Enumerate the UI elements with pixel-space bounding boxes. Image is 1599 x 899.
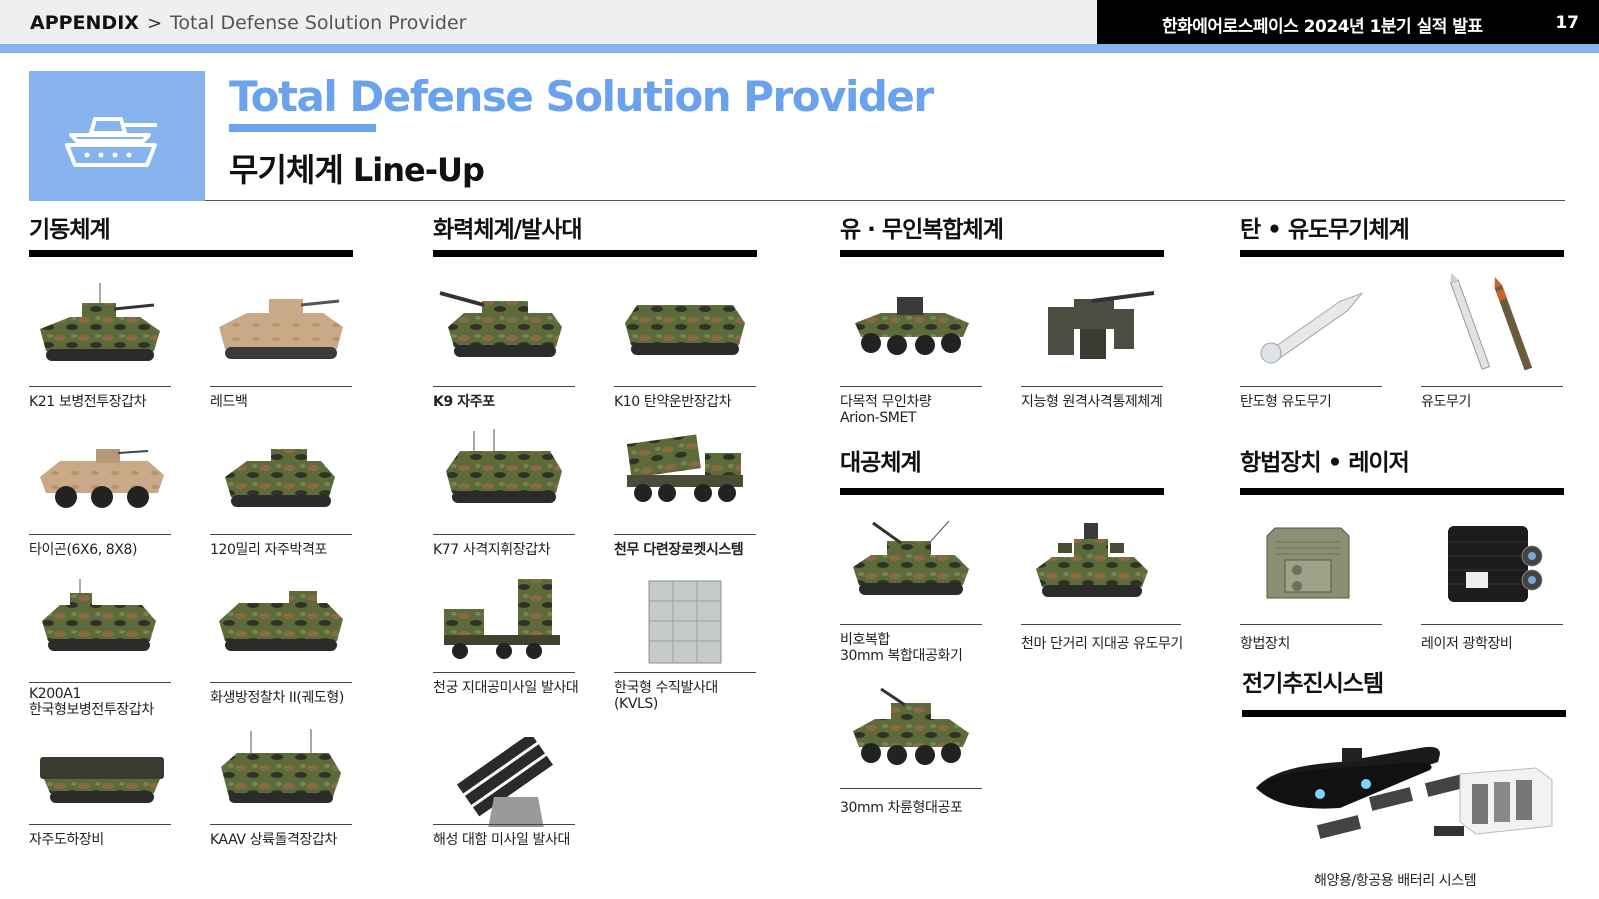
item-label-line2: (KVLS) xyxy=(614,696,658,712)
battery-system-image[interactable] xyxy=(1250,722,1560,862)
cbrn-vehicle-icon xyxy=(219,591,343,651)
ugv-icon xyxy=(855,297,969,355)
k10-vehicle-icon xyxy=(625,305,745,355)
k21-vehicle-icon xyxy=(40,283,160,361)
spaag-icon xyxy=(853,520,969,595)
item-label: 천마 단거리 지대공 유도무기 xyxy=(1021,636,1183,652)
item-label: 천궁 지대공미사일 발사대 xyxy=(433,680,579,696)
sam-launcher-icon xyxy=(444,579,560,659)
guided-projectile-icon xyxy=(1260,292,1364,364)
breadcrumb: APPENDIX > Total Defense Solution Provid… xyxy=(30,12,466,34)
item-label: 탄도형 유도무기 xyxy=(1240,394,1332,410)
section-bar-electric xyxy=(1242,710,1566,717)
section-bar-munitions xyxy=(1240,250,1564,257)
item-label: 30mm 차륜형대공포 xyxy=(840,800,963,816)
item-label: 항법장치 xyxy=(1240,636,1290,652)
report-title: 한화에어로스페이스 2024년 1분기 실적 발표 xyxy=(1162,17,1483,37)
tank-icon xyxy=(65,117,157,167)
mlrs-truck-icon xyxy=(626,434,743,502)
section-heading-electric: 전기추진시스템 xyxy=(1242,671,1384,697)
page-title: Total Defense Solution Provider xyxy=(229,72,934,121)
k9-howitzer-icon xyxy=(439,291,562,357)
page-subtitle: 무기체계 Line-Up xyxy=(229,151,485,189)
breadcrumb-current: Total Defense Solution Provider xyxy=(170,12,467,34)
item-label: K21 보병전투장갑차 xyxy=(29,394,147,410)
section-heading-mobility: 기동체계 xyxy=(29,217,111,243)
rcws-turret-icon xyxy=(1048,291,1155,359)
item-label-line2: Arion-SMET xyxy=(840,410,917,426)
sam-vehicle-icon xyxy=(1036,523,1148,597)
item-label: K9 자주포 xyxy=(433,394,495,410)
vls-module-icon xyxy=(648,580,722,664)
item-label: KAAV 상륙돌격장갑차 xyxy=(210,832,337,848)
battery-system-label: 해양용/항공용 배터리 시스템 xyxy=(1314,873,1477,889)
section-bar-navigation xyxy=(1240,488,1564,495)
title-underline xyxy=(229,124,376,132)
navigation-unit-icon xyxy=(1266,527,1350,599)
title-divider xyxy=(205,200,1565,201)
k200a1-vehicle-icon xyxy=(42,579,156,651)
header-accent-stripe xyxy=(0,44,1599,53)
item-label-line2: 한국형보병전투장갑차 xyxy=(29,702,154,718)
wheeled-spaag-icon xyxy=(853,687,969,765)
redback-vehicle-icon xyxy=(219,299,343,359)
section-heading-air-defense: 대공체계 xyxy=(840,450,922,476)
section-heading-unmanned: 유 · 무인복합체계 xyxy=(840,217,1004,243)
item-label: 지능형 원격사격통제체계 xyxy=(1021,394,1163,410)
submarine-battery-icon xyxy=(1256,746,1553,839)
section-heading-navigation: 항법장치 • 레이저 xyxy=(1240,450,1410,476)
item-label: 화생방정찰차 II(궤도형) xyxy=(210,690,344,706)
item-label: 비호복합 xyxy=(840,632,890,648)
mortar-vehicle-icon xyxy=(225,449,335,507)
item-label: 천무 다련장로켓시스템 xyxy=(614,542,744,558)
kaav-vehicle-icon xyxy=(221,729,341,803)
laser-optics-icon xyxy=(1448,526,1543,602)
item-label: K10 탄약운반장갑차 xyxy=(614,394,732,410)
ship-missile-launcher-icon xyxy=(456,737,553,827)
item-label: K77 사격지휘장갑차 xyxy=(433,542,551,558)
item-label: 한국형 수직발사대 xyxy=(614,680,718,696)
item-label: K200A1 xyxy=(29,686,81,702)
item-label: 레드백 xyxy=(210,394,248,410)
section-bar-unmanned xyxy=(840,250,1164,257)
bridging-vehicle-icon xyxy=(40,757,164,803)
section-bar-firepower xyxy=(433,250,757,257)
chevron-right-icon: > xyxy=(146,12,163,34)
item-label: 유도무기 xyxy=(1421,394,1471,410)
tank-logo-box xyxy=(29,71,205,201)
item-label: 자주도하장비 xyxy=(29,832,104,848)
breadcrumb-root[interactable]: APPENDIX xyxy=(30,12,139,34)
item-label: 120밀리 자주박격포 xyxy=(210,542,327,558)
k77-vehicle-icon xyxy=(446,429,562,503)
item-label: 해성 대함 미사일 발사대 xyxy=(433,832,570,848)
section-bar-air-defense xyxy=(840,488,1164,495)
item-label: 레이저 광학장비 xyxy=(1421,636,1513,652)
item-label-line2: 30mm 복합대공화기 xyxy=(840,648,963,664)
section-heading-munitions: 탄 • 유도무기체계 xyxy=(1240,217,1410,243)
section-bar-mobility xyxy=(29,250,353,257)
page-number: 17 xyxy=(1555,13,1579,33)
missile-icon xyxy=(1449,274,1533,371)
section-heading-firepower: 화력체계/발사대 xyxy=(433,217,583,243)
report-title-bar: 한화에어로스페이스 2024년 1분기 실적 발표 17 xyxy=(1097,0,1599,44)
item-label: 다목적 무인차량 xyxy=(840,394,932,410)
item-label: 타이곤(6X6, 8X8) xyxy=(29,542,138,558)
tigon-vehicle-icon xyxy=(40,449,164,508)
